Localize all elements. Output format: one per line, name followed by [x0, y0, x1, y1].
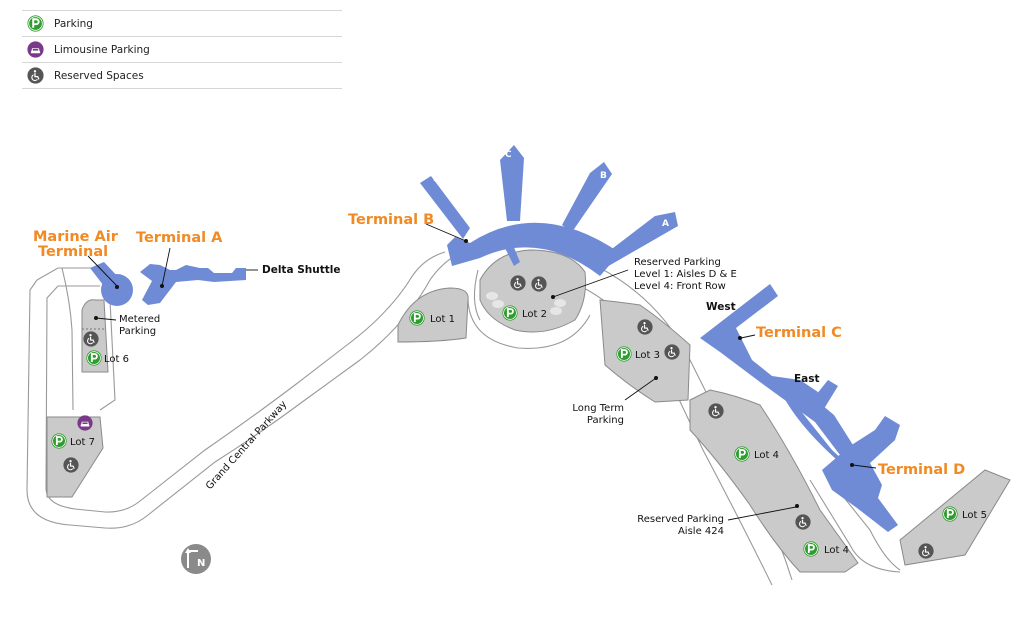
concourse-labels: D C B A	[433, 150, 669, 229]
lot-4-label-upper: Lot 4	[754, 450, 779, 461]
parking-icon	[86, 350, 102, 366]
parking-icon	[51, 433, 67, 449]
reserved-parking-b-label-3: Level 4: Front Row	[634, 281, 726, 292]
lot-1-area	[397, 287, 469, 343]
reserved-parking-b-label-2: Level 1: Aisles D & E	[634, 269, 737, 280]
terminal-b-label: Terminal B	[348, 212, 434, 228]
west-label: West	[706, 301, 736, 313]
lot-1-label: Lot 1	[430, 314, 455, 325]
legend-parking-label: Parking	[54, 17, 93, 30]
wheelchair-icon	[63, 457, 79, 473]
lot-4-area	[689, 389, 859, 573]
wheelchair-icon	[637, 319, 653, 335]
wheelchair-icon	[708, 403, 724, 419]
map-legend: Parking Limousine Parking Reserved Space…	[22, 10, 342, 89]
limousine-icon	[77, 415, 93, 431]
terminal-a-label: Terminal A	[136, 230, 223, 246]
reserved-aisle-424-label-2: Aisle 424	[678, 526, 724, 537]
parking-icon	[409, 310, 425, 326]
legend-parking: Parking	[22, 10, 342, 36]
wheelchair-icon	[664, 344, 680, 360]
parking-icon	[502, 305, 518, 321]
legend-limousine: Limousine Parking	[22, 36, 342, 62]
marine-air-terminal-label-1: Marine Air	[33, 229, 119, 245]
concourse-a	[600, 212, 678, 268]
delta-shuttle-label: Delta Shuttle	[262, 264, 340, 276]
metered-parking-label-1: Metered	[119, 314, 160, 325]
lot-7-label: Lot 7	[70, 437, 95, 448]
concourse-a-label: A	[662, 219, 669, 229]
grand-central-parkway	[26, 247, 471, 529]
long-term-parking-label-1: Long Term	[572, 403, 624, 414]
east-label: East	[794, 373, 820, 385]
metered-parking-label-2: Parking	[119, 326, 156, 337]
reserved-parking-b-label-1: Reserved Parking	[634, 257, 721, 268]
terminal-a-building	[140, 264, 246, 305]
concourse-d-label: D	[433, 174, 440, 184]
terminal-buildings	[90, 145, 900, 532]
north-arrow-icon: N	[181, 544, 211, 574]
terminal-c-label: Terminal C	[756, 325, 842, 341]
grand-central-parkway-label: Grand Central Parkway	[204, 399, 289, 492]
lot-7-area	[46, 416, 104, 498]
concourse-b	[562, 162, 612, 232]
lot-3-area	[599, 299, 691, 403]
lot-4-label-lower: Lot 4	[824, 545, 849, 556]
concourse-c	[500, 145, 524, 221]
wheelchair-icon	[83, 331, 99, 347]
lot-2-label: Lot 2	[522, 309, 547, 320]
concourse-c-label: C	[505, 150, 512, 160]
lot-5-label: Lot 5	[962, 510, 987, 521]
reserved-aisle-424-label-1: Reserved Parking	[637, 514, 724, 525]
wheelchair-icon	[510, 275, 526, 291]
terminal-labels: Marine Air Terminal Terminal A Terminal …	[33, 212, 965, 478]
marine-air-terminal-label-2: Terminal	[38, 244, 108, 260]
parking-icon	[616, 346, 632, 362]
wheelchair-icon	[795, 514, 811, 530]
legend-reserved-label: Reserved Spaces	[54, 69, 144, 82]
wheelchair-icon	[531, 276, 547, 292]
wheelchair-icon	[918, 543, 934, 559]
terminal-c-building	[700, 284, 853, 455]
leader-lines	[87, 223, 877, 521]
terminal-d-label: Terminal D	[878, 462, 965, 478]
long-term-parking-label-2: Parking	[587, 415, 624, 426]
lot-6-label: Lot 6	[104, 354, 129, 365]
parking-icon	[734, 446, 750, 462]
concourse-d	[420, 176, 470, 239]
north-label: N	[197, 558, 205, 569]
lot-3-label: Lot 3	[635, 350, 660, 361]
parking-icon	[942, 506, 958, 522]
legend-reserved: Reserved Spaces	[22, 62, 342, 89]
terminal-d-building	[822, 416, 900, 532]
parking-icon	[803, 541, 819, 557]
terminal-b-building	[447, 222, 620, 276]
lot-labels: Lot 6 Lot 7 Lot 1 Lot 2 Lot 3 Lot 4 Lot …	[70, 309, 987, 556]
concourse-b-label: B	[600, 171, 607, 181]
legend-limousine-label: Limousine Parking	[54, 43, 150, 56]
